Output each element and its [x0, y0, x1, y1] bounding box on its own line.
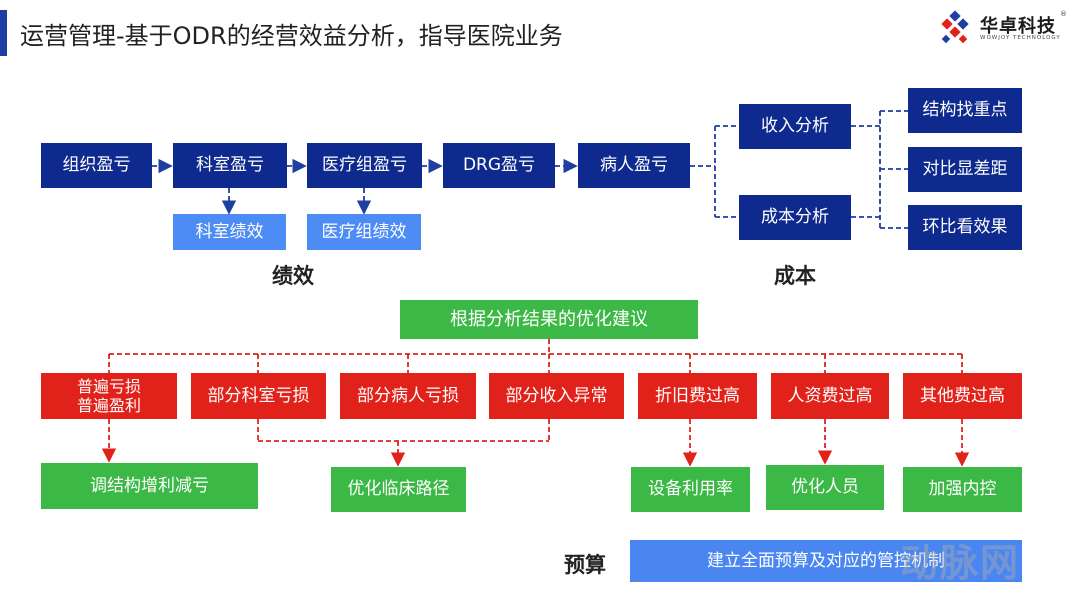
registered-mark: ®	[1060, 10, 1067, 18]
node-problem-patient-loss: 部分病人亏损	[340, 373, 476, 419]
node-medgroup-profit-loss: 医疗组盈亏	[307, 143, 422, 188]
node-solution-clinical-path: 优化临床路径	[331, 467, 466, 512]
node-problem-other-cost: 其他费过高	[903, 373, 1022, 419]
section-label-performance: 绩效	[272, 264, 314, 288]
section-label-budget: 预算	[564, 553, 606, 577]
node-problem-income-abnormal: 部分收入异常	[489, 373, 624, 419]
node-drg-profit-loss: DRG盈亏	[443, 143, 555, 188]
node-patient-profit-loss: 病人盈亏	[578, 143, 690, 188]
node-optimization-suggestion: 根据分析结果的优化建议	[400, 300, 698, 339]
page-title: 运营管理-基于ODR的经营效益分析，指导医院业务	[20, 22, 563, 50]
section-label-cost: 成本	[774, 264, 816, 288]
node-compare-gap: 对比显差距	[908, 147, 1022, 192]
node-dept-performance: 科室绩效	[173, 214, 286, 250]
node-solution-internal-control: 加强内控	[903, 467, 1022, 512]
node-problem-hr-cost: 人资费过高	[771, 373, 889, 419]
title-accent-bar	[0, 10, 7, 56]
company-logo: 华卓科技 WOWJOY TECHNOLOGY ®	[938, 10, 1068, 50]
node-cost-analysis: 成本分析	[739, 195, 851, 240]
node-medgroup-performance: 医疗组绩效	[307, 214, 421, 250]
node-dept-profit-loss: 科室盈亏	[173, 143, 287, 188]
node-solution-equipment-usage: 设备利用率	[631, 467, 750, 512]
node-problem-depreciation: 折旧费过高	[638, 373, 757, 419]
logo-subtext: WOWJOY TECHNOLOGY	[980, 35, 1061, 41]
node-budget-mechanism: 建立全面预算及对应的管控机制	[630, 540, 1022, 582]
node-org-profit-loss: 组织盈亏	[41, 143, 152, 188]
node-problem-general: 普遍亏损 普遍盈利	[41, 373, 177, 419]
watermark: 动脉网	[900, 541, 1021, 585]
node-income-analysis: 收入分析	[739, 104, 851, 149]
node-problem-dept-loss: 部分科室亏损	[191, 373, 326, 419]
node-structure-focus: 结构找重点	[908, 88, 1022, 133]
node-period-effect: 环比看效果	[908, 205, 1022, 250]
logo-text: 华卓科技	[980, 16, 1056, 37]
node-solution-adjust-structure: 调结构增利减亏	[41, 463, 258, 509]
logo-mark-icon	[941, 10, 969, 44]
node-solution-staff: 优化人员	[766, 465, 884, 510]
